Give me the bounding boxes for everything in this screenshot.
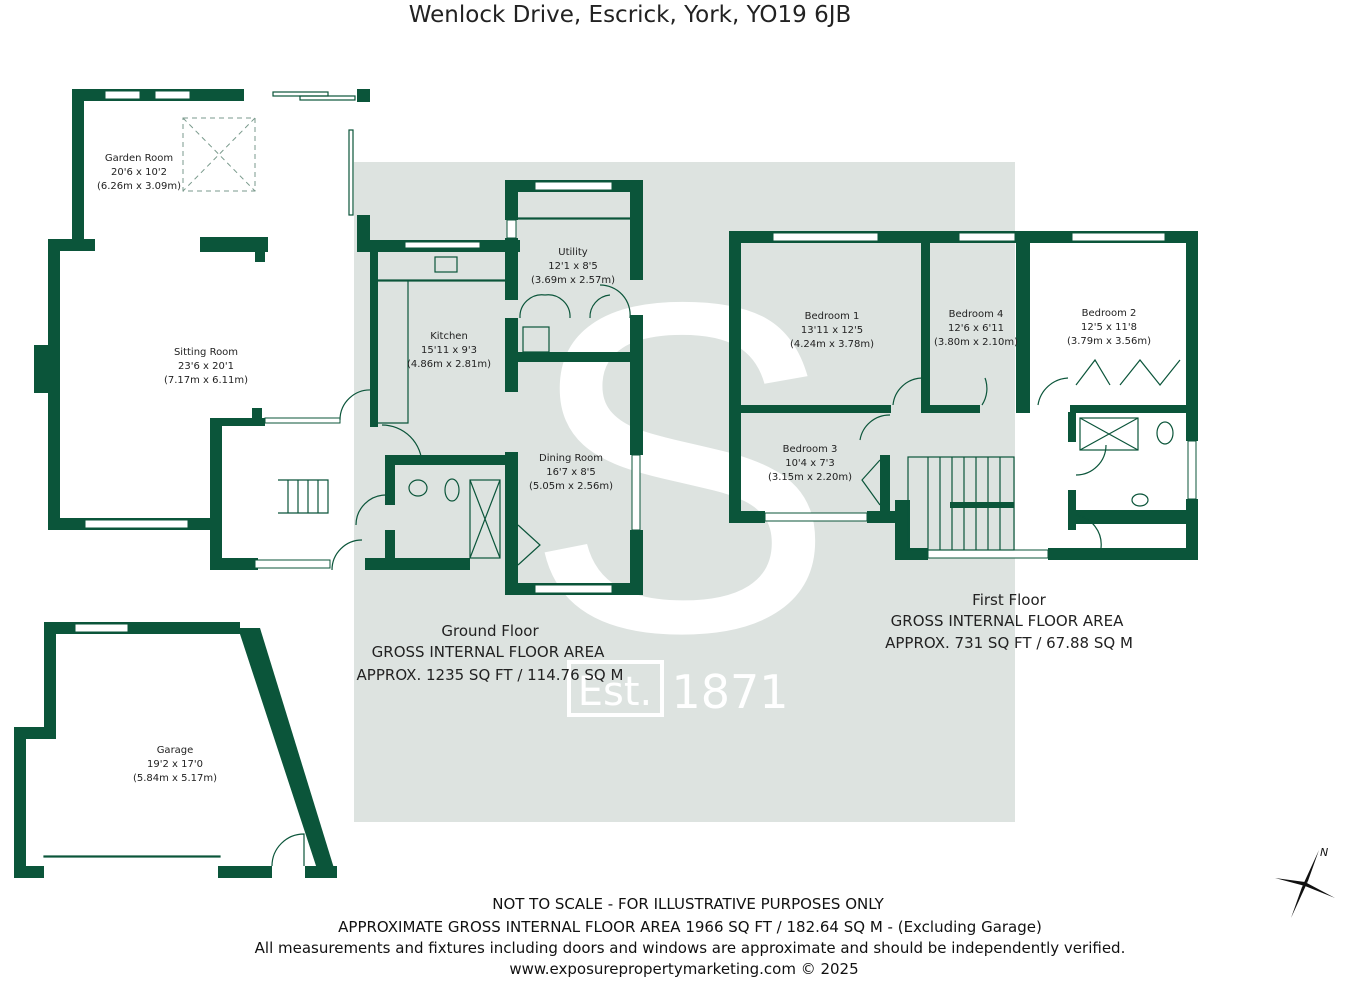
first-floor-label: First Floor (972, 591, 1046, 609)
room-size-imperial: 12'1 x 8'5 (548, 261, 598, 272)
first-floor-area-heading: GROSS INTERNAL FLOOR AREA (891, 612, 1124, 630)
room-size-imperial: 12'5 x 11'8 (1081, 322, 1137, 333)
room-size-metric: (5.05m x 2.56m) (529, 481, 613, 492)
room-size-metric: (7.17m x 6.11m) (164, 375, 248, 386)
room-size-imperial: 12'6 x 6'11 (948, 323, 1004, 334)
room-size-metric: (3.15m x 2.20m) (768, 472, 852, 483)
watermark: S Est. 1871 (354, 162, 1015, 822)
watermark-est: Est. (578, 669, 653, 715)
room-size-metric: (6.26m x 3.09m) (97, 181, 181, 192)
room-size-imperial: 19'2 x 17'0 (147, 759, 203, 770)
compass-north-label: N (1320, 846, 1328, 859)
footer-line: All measurements and fixtures including … (255, 939, 1126, 957)
footer-line: APPROXIMATE GROSS INTERNAL FLOOR AREA 19… (338, 918, 1042, 936)
watermark-year: 1871 (671, 665, 788, 719)
first-floor-room-labels: Bedroom 1 13'11 x 12'5 (4.24m x 3.78m) B… (768, 308, 1151, 483)
room-name: Garden Room (105, 153, 173, 164)
room-size-imperial: 20'6 x 10'2 (111, 167, 167, 178)
room-size-imperial: 13'11 x 12'5 (801, 325, 863, 336)
room-size-metric: (3.80m x 2.10m) (934, 337, 1018, 348)
room-name: Bedroom 1 (805, 311, 860, 322)
room-size-metric: (3.69m x 2.57m) (531, 275, 615, 286)
room-name: Kitchen (430, 331, 468, 342)
room-name: Utility (558, 247, 587, 258)
compass-icon: N (1275, 846, 1335, 918)
ground-floor-area: APPROX. 1235 SQ FT / 114.76 SQ M (357, 666, 624, 684)
ground-floor-area-heading: GROSS INTERNAL FLOOR AREA (372, 643, 605, 661)
room-size-metric: (4.24m x 3.78m) (790, 339, 874, 350)
room-size-metric: (3.79m x 3.56m) (1067, 336, 1151, 347)
room-size-imperial: 23'6 x 20'1 (178, 361, 234, 372)
room-name: Bedroom 4 (949, 309, 1004, 320)
room-name: Sitting Room (174, 347, 238, 358)
footer-website-link[interactable]: www.exposurepropertymarketing.com © 2025 (509, 960, 858, 978)
room-name: Bedroom 2 (1082, 308, 1137, 319)
ground-floor-room-labels: Garden Room 20'6 x 10'2 (6.26m x 3.09m) … (97, 153, 615, 784)
page-title: Wenlock Drive, Escrick, York, YO19 6JB (409, 2, 852, 28)
watermark-letter: S (523, 205, 837, 730)
room-size-imperial: 15'11 x 9'3 (421, 345, 477, 356)
footer-line: NOT TO SCALE - FOR ILLUSTRATIVE PURPOSES… (492, 895, 884, 913)
room-name: Bedroom 3 (783, 444, 838, 455)
first-floor-area: APPROX. 731 SQ FT / 67.88 SQ M (885, 634, 1133, 652)
room-size-imperial: 16'7 x 8'5 (546, 467, 596, 478)
ground-floor-plan (14, 89, 643, 878)
room-name: Garage (157, 745, 194, 756)
room-size-imperial: 10'4 x 7'3 (785, 458, 835, 469)
ground-floor-label: Ground Floor (441, 622, 539, 640)
room-size-metric: (4.86m x 2.81m) (407, 359, 491, 370)
room-size-metric: (5.84m x 5.17m) (133, 773, 217, 784)
first-floor-plan (729, 231, 1198, 560)
room-name: Dining Room (539, 453, 603, 464)
